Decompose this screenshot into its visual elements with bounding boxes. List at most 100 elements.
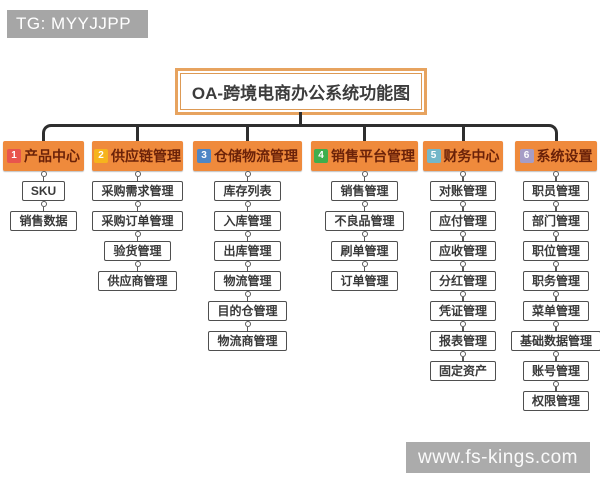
- connector-line: [555, 297, 557, 301]
- connector-dot: [244, 231, 251, 237]
- node-box: 采购需求管理: [92, 181, 183, 201]
- connector-dot: [460, 291, 466, 297]
- branch-number-badge: 2: [94, 149, 108, 163]
- connector-dot: [553, 171, 559, 177]
- connector: [553, 201, 559, 211]
- connector-line: [246, 267, 249, 271]
- connector-line: [246, 327, 249, 331]
- node-box: 入库管理: [214, 211, 281, 231]
- branch-title: 销售平台管理: [331, 148, 415, 164]
- node-box: 目的仓管理: [208, 301, 287, 321]
- connector-line: [246, 237, 249, 241]
- branch-number-badge: 6: [519, 149, 534, 163]
- connector-line: [555, 177, 557, 181]
- node-box: 账号管理: [522, 361, 589, 381]
- connector: [460, 261, 466, 271]
- connector-dot: [134, 231, 141, 237]
- connector-dot: [244, 321, 251, 327]
- connector-dot: [244, 171, 251, 177]
- branch-header: 6 系统设置: [515, 141, 597, 171]
- branch-number-badge: 5: [426, 149, 441, 163]
- branch-header: 5 财务中心: [423, 141, 503, 171]
- branch-supply-chain: 2 供应链管理 采购需求管理 采购订单管理 验货管理 供应商管理: [92, 141, 183, 291]
- branch-number-badge: 4: [314, 149, 328, 163]
- connector-line: [462, 297, 464, 301]
- node-box: 固定资产: [429, 361, 496, 381]
- node-box: 凭证管理: [429, 301, 496, 321]
- connector-dot: [460, 171, 466, 177]
- node-box: 应收管理: [429, 241, 496, 261]
- connector-line: [246, 297, 249, 301]
- branch-number-badge: 3: [197, 149, 211, 163]
- connector-line: [555, 267, 557, 271]
- connector: [553, 291, 559, 301]
- branch-warehouse-logistics: 3 仓储物流管理 库存列表 入库管理 出库管理 物流管理 目的仓管理 物流商管理: [193, 141, 302, 351]
- node-box: 基础数据管理: [511, 331, 600, 351]
- connector-dot: [361, 231, 368, 237]
- node-box: 物流管理: [214, 271, 281, 291]
- connector-line: [555, 237, 557, 241]
- connector-drop: [363, 124, 366, 141]
- connector-dot: [134, 201, 141, 207]
- connector: [244, 261, 251, 271]
- connector-line: [363, 267, 366, 271]
- connector-drop: [136, 124, 139, 141]
- node-box: 订单管理: [331, 271, 398, 291]
- node-box: 验货管理: [104, 241, 171, 261]
- node-box: 对账管理: [429, 181, 496, 201]
- connector-line: [555, 327, 557, 331]
- diagram-title: OA-跨境电商办公系统功能图: [191, 84, 411, 103]
- node-box: 报表管理: [429, 331, 496, 351]
- connector-dot: [460, 321, 466, 327]
- connector-dot: [553, 231, 559, 237]
- node-box: 职员管理: [522, 181, 589, 201]
- connector-line: [462, 237, 464, 241]
- node-box: 销售管理: [331, 181, 398, 201]
- node-box: 职位管理: [522, 241, 589, 261]
- connector: [553, 261, 559, 271]
- node-box: SKU: [21, 181, 66, 201]
- connector-dot: [553, 201, 559, 207]
- branch-number-badge: 1: [7, 149, 21, 163]
- connector-dot: [553, 291, 559, 297]
- connector-dot: [553, 261, 559, 267]
- connector-dot: [361, 201, 368, 207]
- diagram-title-box: OA-跨境电商办公系统功能图: [175, 68, 427, 115]
- connector-line: [555, 387, 557, 391]
- connector-dot: [361, 171, 368, 177]
- branch-finance-center: 5 财务中心 对账管理 应付管理 应收管理 分红管理 凭证管理 报表管理 固定资…: [423, 141, 503, 381]
- connector-line: [42, 207, 45, 211]
- connector-dot: [460, 261, 466, 267]
- connector-dot: [134, 261, 141, 267]
- branch-title: 供应链管理: [111, 148, 181, 164]
- connector: [244, 171, 251, 181]
- connector-dot: [40, 171, 47, 177]
- connector-dot: [553, 381, 559, 387]
- branch-header: 1 产品中心: [3, 141, 84, 171]
- node-box: 库存列表: [214, 181, 281, 201]
- connector-line: [462, 357, 464, 361]
- connector: [460, 171, 466, 181]
- connector-drop: [462, 124, 465, 141]
- branch-title: 仓储物流管理: [214, 148, 298, 164]
- connector: [460, 231, 466, 241]
- branch-header: 3 仓储物流管理: [193, 141, 302, 171]
- connector: [460, 201, 466, 211]
- branch-title: 产品中心: [24, 148, 80, 164]
- connector-line: [363, 207, 366, 211]
- node-box: 权限管理: [522, 391, 589, 411]
- node-box: 出库管理: [214, 241, 281, 261]
- connector: [361, 201, 368, 211]
- connector-dot: [40, 201, 47, 207]
- connector-dot: [134, 171, 141, 177]
- connector-line: [136, 207, 139, 211]
- branch-system-settings: 6 系统设置 职员管理 部门管理 职位管理 职务管理 菜单管理 基础数据管理 账…: [511, 141, 600, 411]
- connector: [244, 201, 251, 211]
- connector-line: [462, 267, 464, 271]
- tg-contact-badge: TG: MYYJJPP: [7, 10, 148, 38]
- connector: [553, 321, 559, 331]
- connector: [244, 321, 251, 331]
- connector-bus: [42, 124, 558, 141]
- connector: [460, 291, 466, 301]
- node-box: 分红管理: [429, 271, 496, 291]
